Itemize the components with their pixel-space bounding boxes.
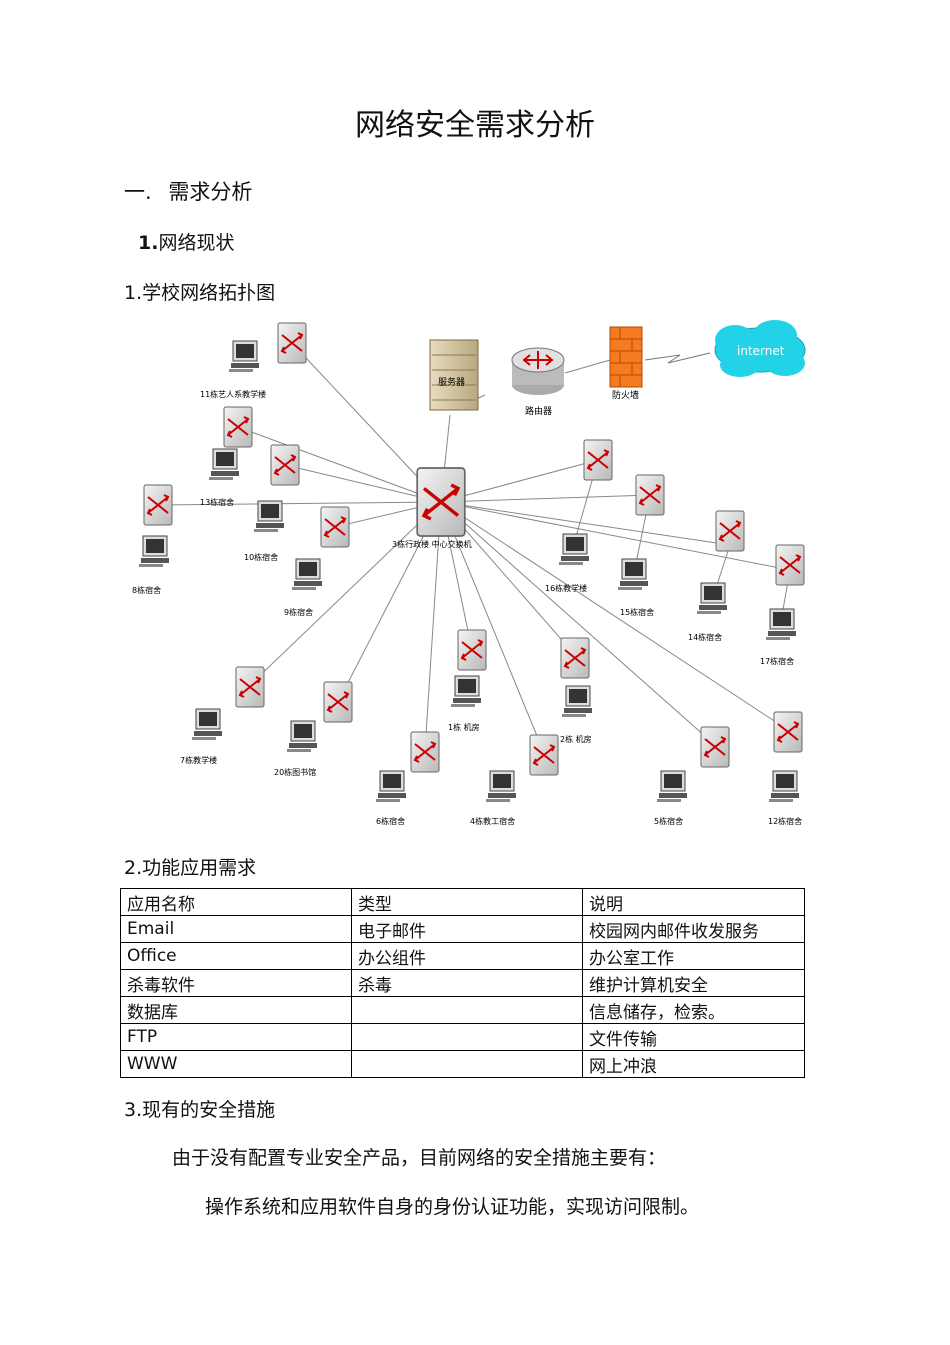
network-topology-diagram: internet 防火墙 路由器 服务器 3栋行政楼 中心交换机 11栋艺人系教… — [132, 320, 806, 826]
building-node: 14栋宿舍 — [688, 510, 745, 642]
svg-text:16栋教学楼: 16栋教学楼 — [545, 583, 587, 593]
app-requirements-table: 应用名称 类型 说明 Email 电子邮件 校园网内邮件收发服务 Office … — [120, 888, 805, 1078]
core-switch-icon — [415, 466, 467, 538]
svg-text:8栋宿舍: 8栋宿舍 — [132, 585, 161, 595]
section-number: 1. — [138, 232, 159, 254]
table-cell: Email — [120, 915, 352, 943]
section-heading-1: 一. 需求分析 — [124, 176, 252, 206]
table-cell: FTP — [120, 1023, 352, 1051]
svg-text:12栋宿舍: 12栋宿舍 — [768, 816, 802, 826]
section-heading-1-1: 1.网络现状 — [138, 228, 234, 255]
table-cell: 办公组件 — [351, 942, 583, 970]
svg-text:4栋教工宿舍: 4栋教工宿舍 — [470, 816, 515, 826]
building-node: 12栋宿舍 — [768, 711, 803, 826]
table-cell: 文件传输 — [582, 1023, 805, 1051]
table-cell: 电子邮件 — [351, 915, 583, 943]
svg-text:1栋 机房: 1栋 机房 — [448, 722, 480, 732]
core-switch-label: 3栋行政楼 中心交换机 — [392, 539, 472, 549]
page-title: 网络安全需求分析 — [355, 108, 595, 143]
building-node: 4栋教工宿舍 — [470, 734, 559, 826]
table-cell: 信息储存，检索。 — [582, 996, 805, 1024]
table-row: WWW 网上冲浪 — [120, 1050, 805, 1078]
building-node: 7栋教学楼 — [180, 666, 265, 765]
building-node: 1栋 机房 — [448, 629, 487, 732]
internet-label: internet — [737, 344, 785, 358]
building-node: 5栋宿舍 — [654, 726, 730, 826]
server-icon — [429, 339, 479, 411]
building-node: 6栋宿舍 — [375, 731, 440, 826]
svg-text:20栋图书馆: 20栋图书馆 — [274, 767, 316, 777]
svg-text:10栋宿舍: 10栋宿舍 — [244, 552, 278, 562]
table-cell: 杀毒软件 — [120, 969, 352, 997]
router-icon — [511, 347, 565, 395]
building-node: 11栋艺人系教学楼 — [200, 322, 307, 399]
section-heading-security: 3.现有的安全措施 — [124, 1099, 276, 1121]
table-cell: 校园网内邮件收发服务 — [582, 915, 805, 943]
table-cell: 维护计算机安全 — [582, 969, 805, 997]
building-node: 16栋教学楼 — [545, 439, 613, 593]
table-cell — [351, 1050, 583, 1078]
section-label: 网络现状 — [158, 232, 235, 254]
paragraph: 由于没有配置专业安全产品，目前网络的安全措施主要有： — [172, 1147, 667, 1169]
table-row: 杀毒软件 杀毒 维护计算机安全 — [120, 969, 805, 997]
svg-text:11栋艺人系教学楼: 11栋艺人系教学楼 — [200, 389, 266, 399]
internet-cloud-icon: internet — [714, 320, 806, 377]
svg-text:13栋宿舍: 13栋宿舍 — [200, 497, 234, 507]
paragraph: 操作系统和应用软件自身的身份认证功能，实现访问限制。 — [205, 1196, 700, 1218]
table-row: Office 办公组件 办公室工作 — [120, 942, 805, 970]
table-cell: 数据库 — [120, 996, 352, 1024]
table-cell — [351, 1023, 583, 1051]
svg-text:5栋宿舍: 5栋宿舍 — [654, 816, 683, 826]
svg-text:2栋 机房: 2栋 机房 — [560, 734, 592, 744]
section-heading-functions: 2.功能应用需求 — [124, 857, 257, 879]
column-header: 说明 — [582, 888, 805, 916]
table-cell — [351, 996, 583, 1024]
table-header-row: 应用名称 类型 说明 — [120, 888, 805, 916]
router-label: 路由器 — [525, 405, 552, 417]
table-cell: WWW — [120, 1050, 352, 1078]
server-label: 服务器 — [438, 376, 465, 388]
table-row: FTP 文件传输 — [120, 1023, 805, 1051]
firewall-icon — [609, 326, 643, 388]
svg-text:6栋宿舍: 6栋宿舍 — [376, 816, 405, 826]
building-node: 15栋宿舍 — [617, 474, 665, 617]
table-row: Email 电子邮件 校园网内邮件收发服务 — [120, 915, 805, 943]
lightning-link — [644, 352, 711, 364]
table-cell: Office — [120, 942, 352, 970]
svg-text:17栋宿舍: 17栋宿舍 — [760, 656, 794, 666]
table-row: 数据库 信息储存，检索。 — [120, 996, 805, 1024]
column-header: 应用名称 — [120, 888, 352, 916]
svg-text:14栋宿舍: 14栋宿舍 — [688, 632, 722, 642]
building-node: 9栋宿舍 — [284, 506, 350, 617]
section-label: 需求分析 — [168, 180, 253, 204]
building-node: 13栋宿舍 — [200, 406, 253, 507]
building-node: 20栋图书馆 — [274, 681, 353, 777]
building-node: 10栋宿舍 — [244, 444, 300, 562]
table-cell: 网上冲浪 — [582, 1050, 805, 1078]
firewall-label: 防火墙 — [612, 389, 639, 401]
table-cell: 办公室工作 — [582, 942, 805, 970]
table-cell: 杀毒 — [351, 969, 583, 997]
building-node: 17栋宿舍 — [760, 544, 805, 666]
svg-text:15栋宿舍: 15栋宿舍 — [620, 607, 654, 617]
building-node: 8栋宿舍 — [132, 484, 173, 595]
svg-text:7栋教学楼: 7栋教学楼 — [180, 755, 217, 765]
section-number: 一. — [124, 180, 152, 204]
column-header: 类型 — [351, 888, 583, 916]
svg-text:9栋宿舍: 9栋宿舍 — [284, 607, 313, 617]
building-node: 2栋 机房 — [560, 637, 593, 744]
section-heading-topology: 1.学校网络拓扑图 — [124, 282, 276, 304]
